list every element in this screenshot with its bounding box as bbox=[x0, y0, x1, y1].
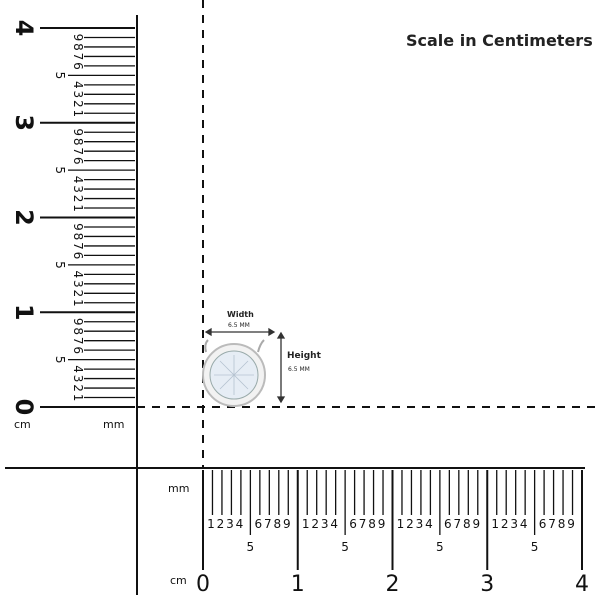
mm-tick-label: 7 bbox=[71, 337, 85, 345]
mm-tick-label: 3 bbox=[416, 517, 424, 531]
mm-tick-label: 6 bbox=[71, 346, 85, 354]
mm-tick-label: 2 bbox=[71, 384, 85, 392]
cm-tick-label: 4 bbox=[575, 572, 589, 597]
cm-tick-label: 2 bbox=[10, 209, 38, 226]
mm-tick-label: 3 bbox=[510, 517, 518, 531]
mm-tick-label: 3 bbox=[321, 517, 329, 531]
mm-tick-label: 8 bbox=[71, 138, 85, 146]
mm-tick-label: 4 bbox=[236, 517, 244, 531]
mm-tick-label: 5 bbox=[53, 166, 67, 174]
mm-tick-label: 3 bbox=[71, 185, 85, 193]
mm-tick-label: 1 bbox=[71, 109, 85, 117]
mm-tick-label: 7 bbox=[548, 517, 556, 531]
height-value: 6.5 MM bbox=[288, 366, 310, 373]
mm-tick-label: 8 bbox=[71, 327, 85, 335]
mm-unit-label: mm bbox=[168, 482, 189, 495]
cm-unit-label: cm bbox=[14, 418, 31, 431]
mm-tick-label: 6 bbox=[71, 157, 85, 165]
mm-tick-label: 1 bbox=[302, 517, 310, 531]
cm-tick-label: 3 bbox=[480, 572, 494, 597]
mm-tick-label: 4 bbox=[520, 517, 528, 531]
mm-tick-label: 9 bbox=[71, 223, 85, 231]
mm-tick-label: 2 bbox=[71, 195, 85, 203]
mm-tick-label: 2 bbox=[217, 517, 225, 531]
mm-tick-label: 6 bbox=[444, 517, 452, 531]
mm-tick-label: 8 bbox=[463, 517, 471, 531]
chain-left bbox=[204, 339, 209, 353]
mm-tick-label: 9 bbox=[71, 34, 85, 42]
mm-tick-label: 4 bbox=[71, 365, 85, 373]
mm-tick-label: 9 bbox=[378, 517, 386, 531]
mm-tick-label: 8 bbox=[273, 517, 281, 531]
mm-tick-label: 1 bbox=[71, 394, 85, 402]
mm-tick-label: 2 bbox=[311, 517, 319, 531]
mm-tick-label: 5 bbox=[436, 540, 444, 554]
mm-tick-label: 9 bbox=[567, 517, 575, 531]
mm-tick-label: 3 bbox=[71, 375, 85, 383]
mm-tick-label: 1 bbox=[71, 204, 85, 212]
cm-tick-label: 2 bbox=[386, 572, 400, 597]
mm-tick-label: 7 bbox=[359, 517, 367, 531]
mm-tick-label: 9 bbox=[71, 128, 85, 136]
height-arrow bbox=[276, 331, 286, 404]
mm-tick-label: 9 bbox=[283, 517, 291, 531]
chain-right bbox=[257, 339, 265, 353]
mm-tick-label: 3 bbox=[71, 280, 85, 288]
mm-tick-label: 2 bbox=[71, 289, 85, 297]
mm-tick-label: 6 bbox=[71, 252, 85, 260]
mm-tick-label: 7 bbox=[264, 517, 272, 531]
height-label: Height bbox=[287, 351, 321, 361]
mm-tick-label: 1 bbox=[491, 517, 499, 531]
width-arrow bbox=[204, 327, 276, 337]
mm-tick-label: 5 bbox=[53, 356, 67, 364]
cm-tick-label: 0 bbox=[196, 572, 210, 597]
mm-tick-label: 2 bbox=[406, 517, 414, 531]
mm-tick-label: 4 bbox=[71, 271, 85, 279]
mm-unit-label: mm bbox=[103, 418, 124, 431]
mm-tick-label: 4 bbox=[425, 517, 433, 531]
mm-tick-label: 4 bbox=[71, 81, 85, 89]
mm-tick-label: 5 bbox=[53, 261, 67, 269]
mm-tick-label: 1 bbox=[71, 299, 85, 307]
mm-tick-label: 6 bbox=[539, 517, 547, 531]
mm-tick-label: 5 bbox=[53, 72, 67, 80]
width-label: Width bbox=[227, 310, 254, 319]
cm-tick-label: 1 bbox=[291, 572, 305, 597]
mm-tick-label: 1 bbox=[207, 517, 215, 531]
width-value: 6.5 MM bbox=[228, 322, 250, 329]
mm-tick-label: 9 bbox=[472, 517, 480, 531]
mm-tick-label: 2 bbox=[501, 517, 509, 531]
mm-tick-label: 8 bbox=[558, 517, 566, 531]
mm-tick-label: 7 bbox=[454, 517, 462, 531]
cm-tick-label: 0 bbox=[10, 399, 38, 416]
mm-tick-label: 6 bbox=[71, 62, 85, 70]
mm-tick-label: 1 bbox=[397, 517, 405, 531]
mm-tick-label: 5 bbox=[247, 540, 255, 554]
mm-tick-label: 5 bbox=[531, 540, 539, 554]
mm-tick-label: 7 bbox=[71, 53, 85, 61]
mm-tick-label: 7 bbox=[71, 242, 85, 250]
mm-tick-label: 3 bbox=[71, 91, 85, 99]
mm-tick-label: 6 bbox=[255, 517, 263, 531]
mm-tick-label: 8 bbox=[71, 233, 85, 241]
pendant-image bbox=[202, 339, 266, 407]
cm-tick-label: 4 bbox=[10, 20, 38, 37]
cm-tick-label: 1 bbox=[10, 304, 38, 321]
mm-tick-label: 6 bbox=[349, 517, 357, 531]
mm-tick-label: 7 bbox=[71, 147, 85, 155]
mm-tick-label: 8 bbox=[368, 517, 376, 531]
mm-tick-label: 4 bbox=[330, 517, 338, 531]
mm-tick-label: 2 bbox=[71, 100, 85, 108]
mm-tick-label: 4 bbox=[71, 176, 85, 184]
mm-tick-label: 9 bbox=[71, 318, 85, 326]
cm-tick-label: 3 bbox=[10, 114, 38, 131]
cm-unit-label: cm bbox=[170, 574, 187, 587]
mm-tick-label: 5 bbox=[341, 540, 349, 554]
mm-tick-label: 8 bbox=[71, 43, 85, 51]
mm-tick-label: 3 bbox=[226, 517, 234, 531]
scale-title: Scale in Centimeters bbox=[406, 31, 593, 50]
